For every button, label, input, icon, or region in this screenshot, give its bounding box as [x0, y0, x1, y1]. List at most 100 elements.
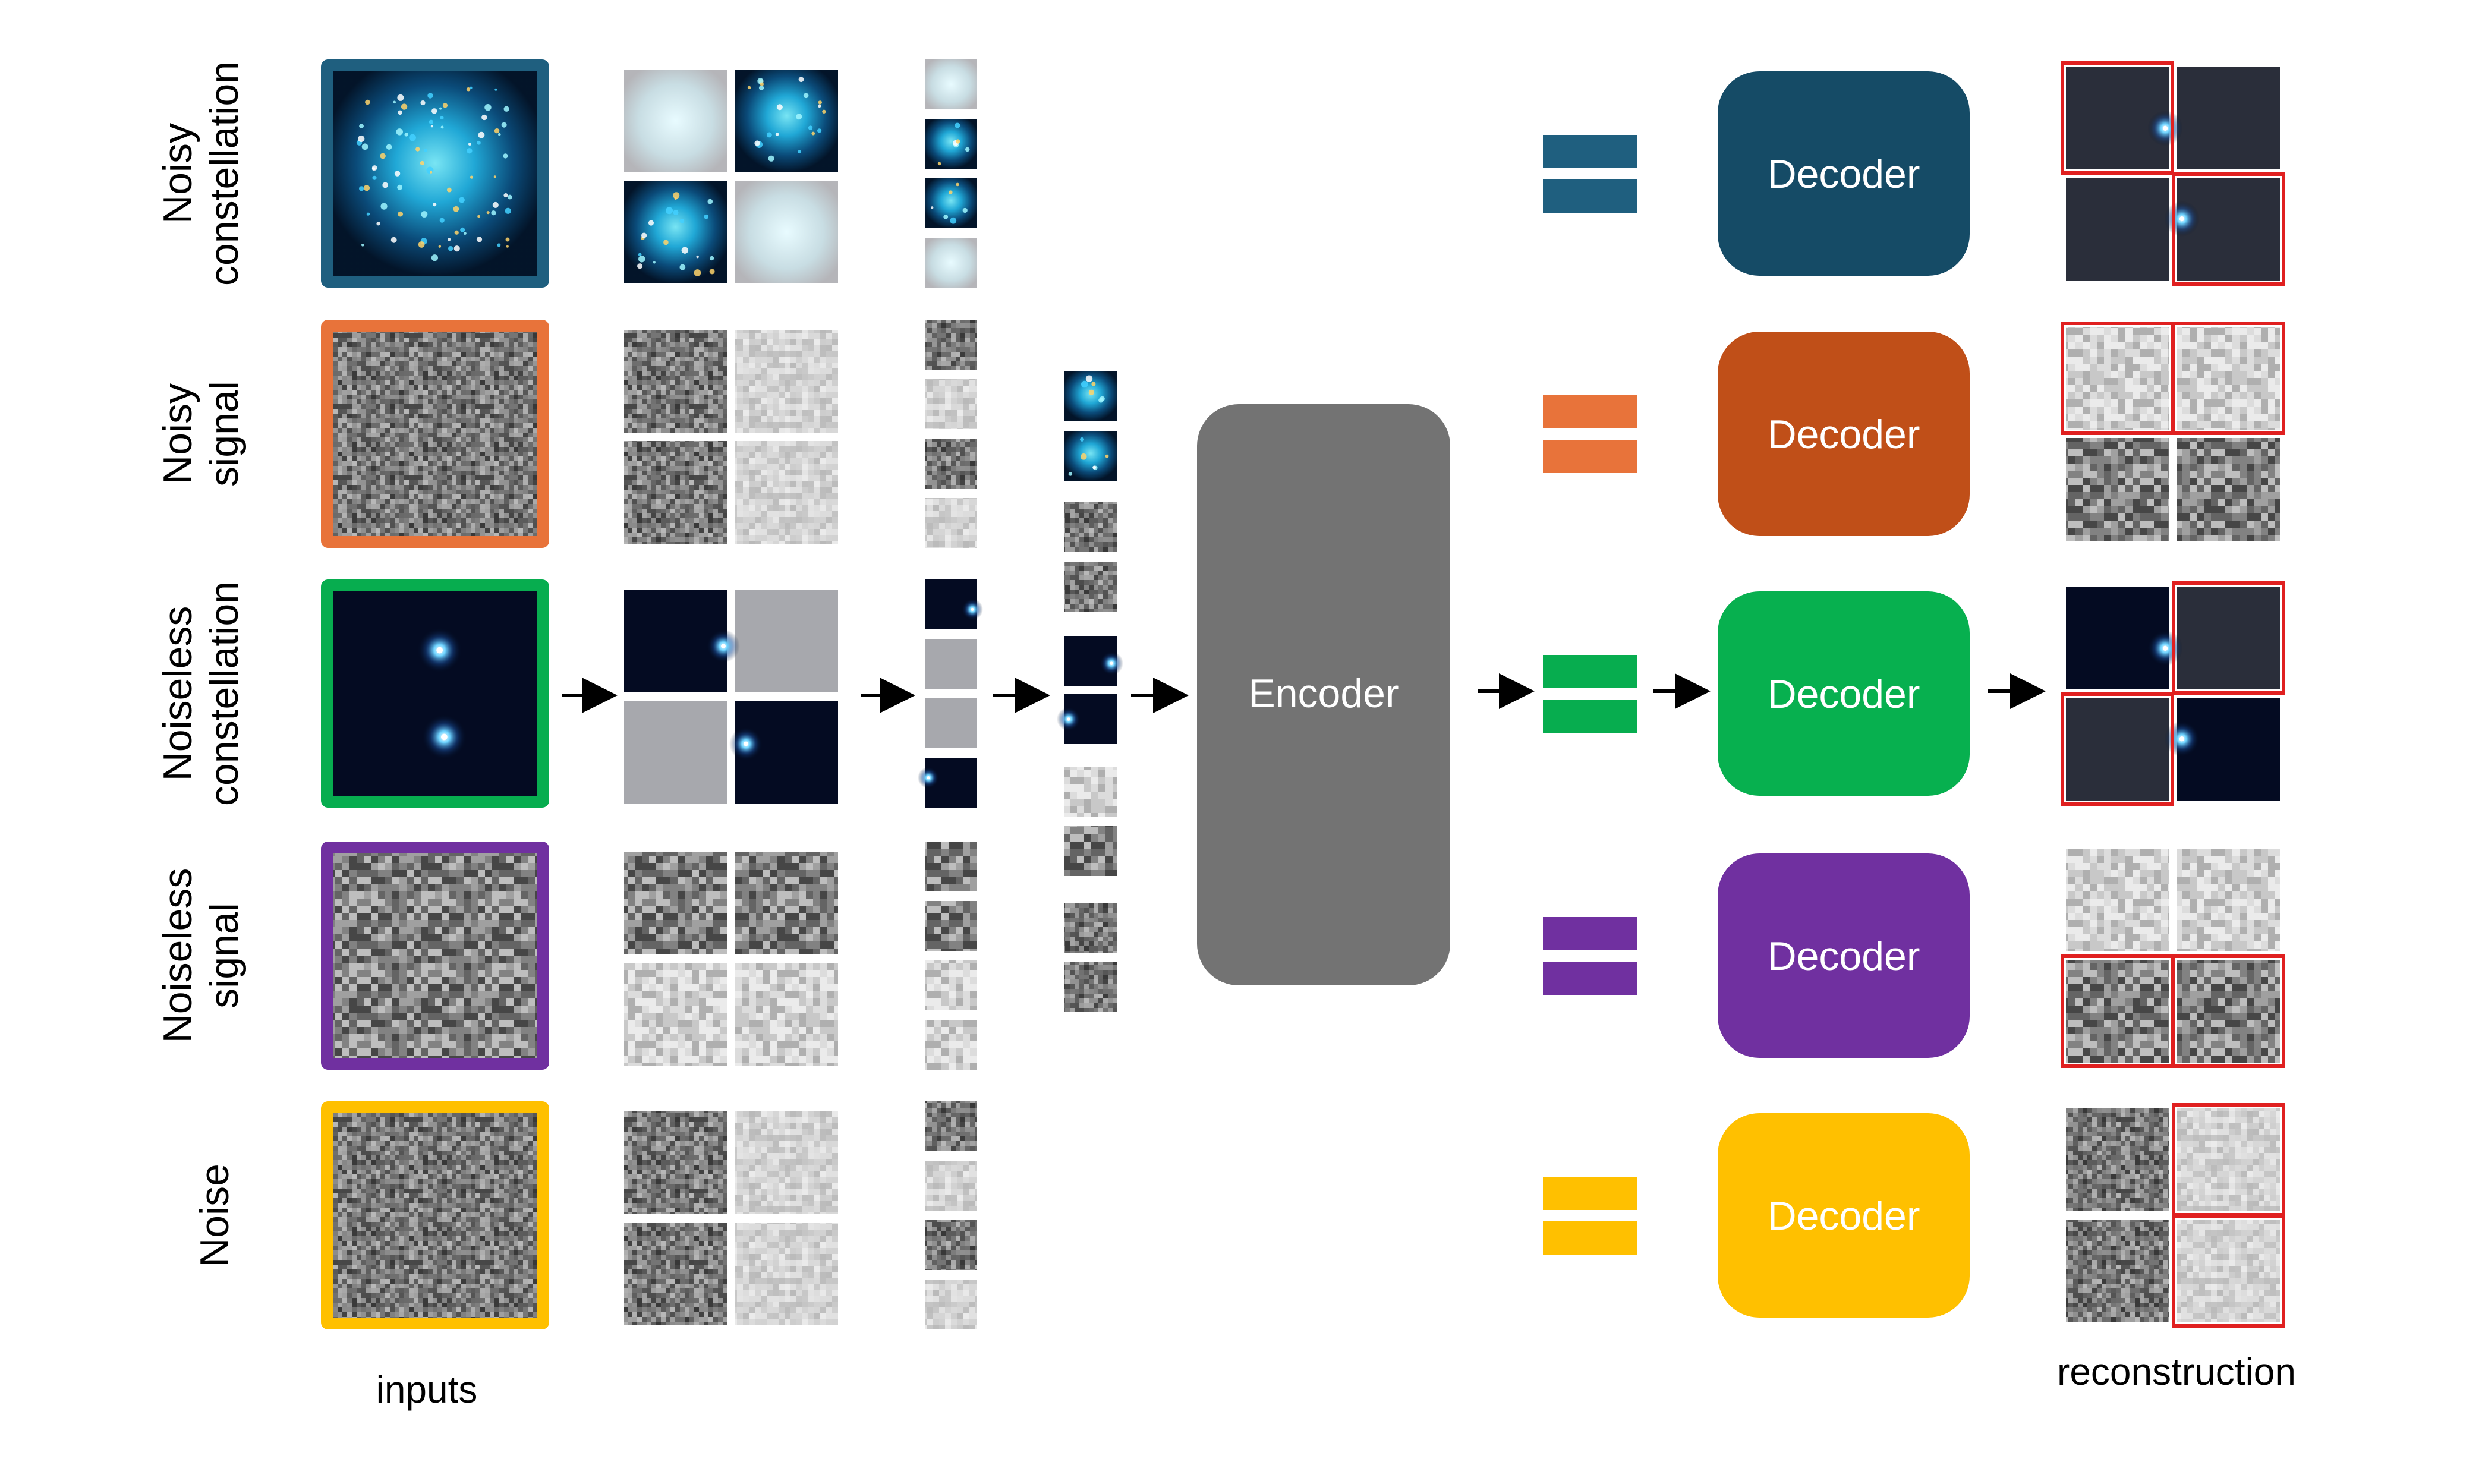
- reconstruction-grid: [2061, 322, 2285, 541]
- decoder-box: [1718, 332, 1970, 536]
- image-tile: [925, 379, 977, 429]
- image-tile: [2066, 698, 2169, 801]
- decoder-box: [1718, 71, 1970, 276]
- row-label: Noisysignal: [155, 381, 247, 487]
- image-tile: [925, 698, 977, 748]
- image-tile: [624, 70, 727, 172]
- image-tile: [925, 1020, 977, 1070]
- image-tile: [925, 1101, 977, 1151]
- image-tile: [925, 119, 977, 169]
- code-bar-bottom: [1543, 1221, 1637, 1255]
- code-bar-top: [1543, 1177, 1637, 1210]
- code-bar-bottom: [1543, 179, 1637, 213]
- image-tile: [735, 181, 838, 283]
- image-tile: [1064, 371, 1117, 421]
- input-image: [333, 591, 537, 796]
- image-tile: [735, 1111, 838, 1214]
- code-bar-top: [1543, 655, 1637, 688]
- reconstruction-grid: [2061, 581, 2285, 806]
- patch-strip: [925, 59, 977, 288]
- image-tile: [925, 59, 977, 109]
- code-bar-top: [1543, 395, 1637, 428]
- image-tile: [624, 441, 727, 544]
- row-label-line: constellation: [201, 61, 247, 286]
- image-tile: [735, 590, 838, 692]
- image-tile: [735, 441, 838, 544]
- image-tile: [735, 330, 838, 433]
- image-tile: [1064, 903, 1117, 953]
- decoder-box: [1718, 591, 1970, 796]
- code-bar-top: [1543, 917, 1637, 950]
- row-noisy-constellation: Noisyconstellation Decoder: [155, 59, 2285, 288]
- image-tile: [735, 70, 838, 172]
- code-bar-top: [1543, 135, 1637, 168]
- merged-token-column: [1057, 371, 1123, 1012]
- image-tile: [2066, 849, 2169, 951]
- image-tile: [2066, 1220, 2169, 1322]
- patch-strip: [925, 842, 977, 1070]
- encoder-label: Encoder: [1248, 671, 1399, 716]
- image-tile: [925, 842, 977, 891]
- input-image: [333, 332, 537, 536]
- patch-grid: [624, 70, 838, 283]
- row-label: Noiselessconstellation: [155, 581, 247, 806]
- image-tile: [2066, 178, 2169, 281]
- row-label-line: Noiseless: [155, 606, 200, 782]
- inputs-caption: inputs: [376, 1368, 478, 1411]
- decoder-label: Decoder: [1767, 412, 1920, 457]
- decoder-label: Decoder: [1767, 934, 1920, 979]
- highlight-box: [2061, 61, 2174, 175]
- code-bar-bottom: [1543, 440, 1637, 473]
- image-tile: [925, 1220, 977, 1270]
- image-tile: [1064, 562, 1117, 612]
- highlight-box: [2172, 322, 2285, 435]
- highlight-box: [2172, 172, 2285, 286]
- encoder-box: [1197, 404, 1450, 985]
- image-tile: [2177, 327, 2280, 430]
- row-label: Noisyconstellation: [155, 61, 247, 286]
- patch-grid: [624, 590, 838, 804]
- reconstruction-caption: reconstruction: [2057, 1350, 2296, 1393]
- highlight-box: [2172, 1214, 2285, 1328]
- image-tile: [2066, 327, 2169, 430]
- image-tile: [2177, 587, 2280, 689]
- image-tile: [925, 1161, 977, 1211]
- decoder-label: Decoder: [1767, 152, 1920, 197]
- image-tile: [2066, 438, 2169, 541]
- row-label: Noise: [192, 1164, 237, 1267]
- highlight-box: [2172, 954, 2285, 1068]
- input-image: [333, 1113, 537, 1318]
- decoder-box: [1718, 853, 1970, 1058]
- image-tile: [925, 901, 977, 951]
- row-label-line: signal: [201, 903, 247, 1009]
- image-tile: [624, 181, 727, 283]
- image-tile: [735, 963, 838, 1066]
- image-tile: [2177, 67, 2280, 169]
- row-label-line: Noiseless: [155, 868, 200, 1044]
- row-label-line: constellation: [201, 581, 247, 806]
- image-tile: [624, 701, 727, 804]
- row-label-line: Noisy: [155, 123, 200, 224]
- input-image: [333, 71, 537, 276]
- row-label: Noiselesssignal: [155, 868, 247, 1044]
- row-noiseless-signal: Noiselesssignal Decoder: [155, 842, 2285, 1070]
- image-tile: [2177, 960, 2280, 1063]
- row-label-line: Noise: [192, 1164, 237, 1267]
- image-tile: [925, 439, 977, 489]
- image-tile: [925, 178, 977, 228]
- row-noisy-signal: Noisysignal Decoder: [155, 320, 2285, 548]
- code-bar-bottom: [1543, 700, 1637, 733]
- image-tile: [925, 498, 977, 548]
- image-tile: [1064, 962, 1117, 1012]
- reconstruction-grid: [2061, 61, 2285, 286]
- patch-strip: [925, 1101, 977, 1329]
- row-label-line: signal: [201, 381, 247, 487]
- input-image: [333, 853, 537, 1058]
- reconstruction-grid: [2061, 849, 2285, 1068]
- image-tile: [624, 1223, 727, 1325]
- image-tile: [925, 320, 977, 370]
- image-tile: [925, 639, 977, 689]
